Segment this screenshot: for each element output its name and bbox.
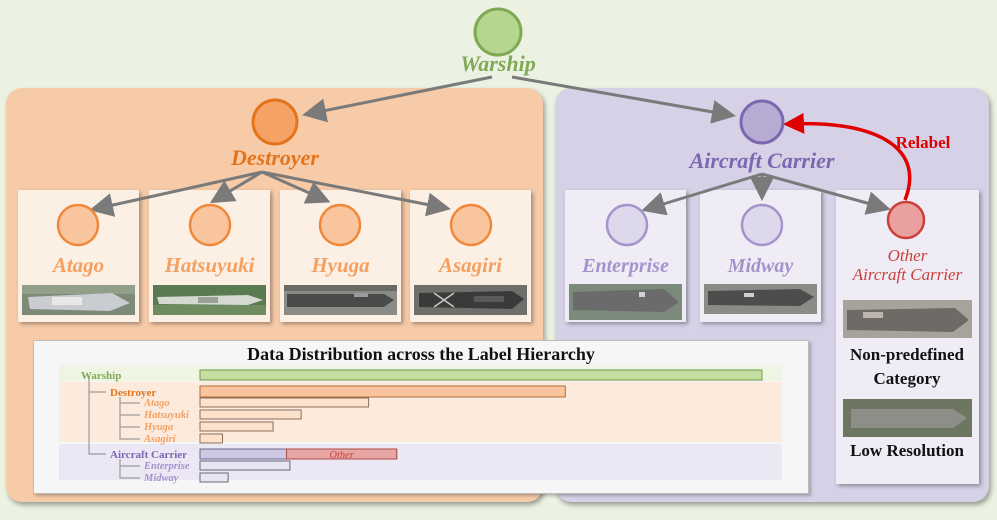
other-label-line1: Other: [887, 246, 928, 265]
bar-warship: [199, 369, 763, 381]
node-warship: [473, 7, 523, 57]
node-other-carrier: [886, 200, 926, 240]
row-label-atago: Atago: [143, 398, 170, 409]
aircraft-carrier-label: Aircraft Carrier: [689, 148, 835, 173]
bar-enterprise: [199, 460, 291, 471]
node-hyuga: [318, 203, 362, 247]
other-label-line2: Aircraft Carrier: [852, 265, 963, 284]
bar-segment-other: [286, 448, 398, 460]
band-carrier: [59, 444, 782, 480]
bar-atago: [199, 397, 370, 408]
chart-title: Data Distribution across the Label Hiera…: [247, 344, 595, 364]
note-non-predefined: Non-predefined: [850, 345, 964, 364]
node-aircraft-carrier: [739, 99, 785, 145]
row-label-hatsuyuki: Hatsuyuki: [143, 410, 189, 421]
node-destroyer: [251, 98, 299, 146]
label-tree-lines: [88, 377, 140, 479]
bar-midway: [199, 472, 229, 483]
asagiri-label: Asagiri: [438, 253, 503, 277]
hyuga-image: [284, 285, 397, 315]
node-midway: [740, 203, 784, 247]
distribution-chart: Data Distribution across the Label Hiera…: [33, 340, 809, 494]
row-label-asagiri: Asagiri: [143, 434, 176, 445]
distribution-bars: WarshipDestroyerAtagoHatsuyukiHyugaAsagi…: [59, 365, 782, 484]
midway-label: Midway: [727, 255, 794, 277]
bar-hatsuyuki: [199, 409, 302, 420]
atago-label: Atago: [52, 253, 105, 277]
other-carrier-image-2: [843, 399, 972, 437]
note-category: Category: [873, 369, 941, 388]
node-hatsuyuki: [188, 203, 232, 247]
hatsuyuki-image: [153, 285, 266, 315]
row-label-warship: Warship: [81, 370, 121, 382]
asagiri-image: [414, 285, 527, 315]
relabel-label: Relabel: [895, 133, 951, 152]
destroyer-label: Destroyer: [231, 145, 319, 170]
hyuga-label: Hyuga: [311, 253, 370, 277]
midway-image: [704, 284, 817, 314]
row-label-destroyer: Destroyer: [110, 387, 156, 399]
node-atago: [56, 203, 100, 247]
row-label-aircraft-carrier: Aircraft Carrier: [110, 449, 187, 461]
row-label-enterprise: Enterprise: [143, 461, 190, 472]
bar-asagiri: [199, 433, 223, 444]
node-asagiri: [449, 203, 493, 247]
row-label-hyuga: Hyuga: [143, 422, 173, 433]
enterprise-label: Enterprise: [582, 255, 669, 277]
other-carrier-image-1: [843, 300, 972, 338]
warship-label: Warship: [460, 51, 536, 76]
atago-image: [22, 285, 135, 315]
row-label-midway: Midway: [143, 473, 179, 484]
note-low-resolution: Low Resolution: [850, 441, 964, 460]
enterprise-image: [569, 284, 682, 320]
hatsuyuki-label: Hatsuyuki: [164, 253, 255, 277]
bar-hyuga: [199, 421, 274, 432]
bar-destroyer: [199, 385, 566, 398]
node-enterprise: [605, 203, 649, 247]
segment-label-other: Other: [329, 450, 354, 461]
